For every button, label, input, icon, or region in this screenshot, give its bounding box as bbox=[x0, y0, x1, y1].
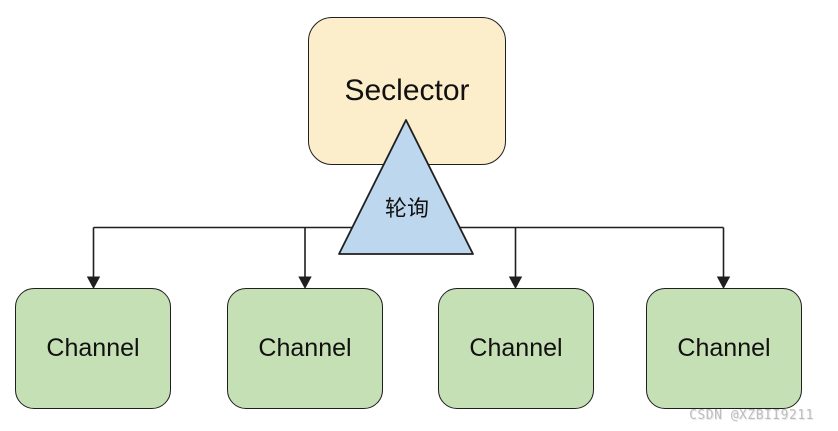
channel-node-label: Channel bbox=[677, 334, 771, 362]
channel-node-1: Channel bbox=[15, 288, 171, 409]
channel-node-label: Channel bbox=[258, 334, 352, 362]
channel-node-4: Channel bbox=[646, 288, 802, 409]
channel-node-2: Channel bbox=[227, 288, 383, 409]
channel-node-3: Channel bbox=[438, 288, 594, 409]
watermark-text: CSDN @XZBII9211 bbox=[689, 408, 814, 423]
selector-node-label: Seclector bbox=[344, 74, 470, 107]
channel-node-label: Channel bbox=[46, 334, 140, 362]
channel-node-label: Channel bbox=[469, 334, 563, 362]
selector-node: Seclector bbox=[308, 17, 506, 165]
poll-label: 轮询 bbox=[384, 196, 429, 221]
